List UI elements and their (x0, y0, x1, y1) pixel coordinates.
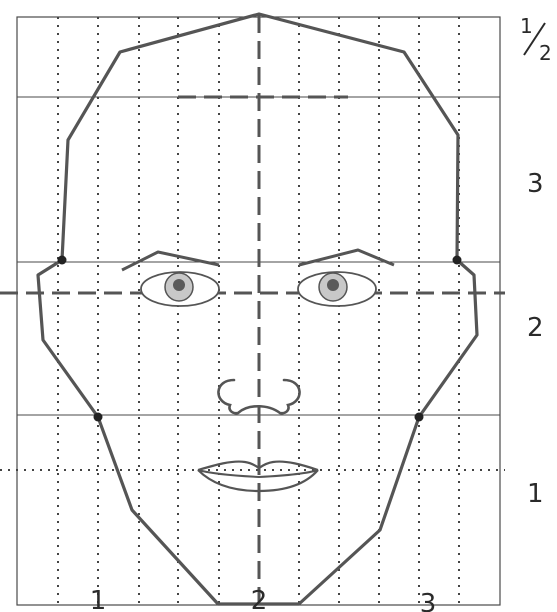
row-label-half-numerator: 1 (520, 14, 533, 38)
column-labels: 1 2 3 (90, 586, 437, 612)
left-eye (141, 272, 219, 306)
column-label-three: 3 (420, 589, 437, 612)
column-label-one: 1 (90, 586, 107, 612)
column-label-two: 2 (251, 586, 268, 612)
row-label-two: 2 (527, 313, 544, 343)
row-label-three: 3 (527, 169, 544, 199)
right-eye (298, 272, 376, 306)
left-pupil (173, 279, 185, 291)
right-jaw-dot (415, 413, 424, 422)
right-eyebrow (299, 250, 394, 265)
row-label-half-denominator: 2 (539, 41, 552, 65)
left-temple-dot (58, 256, 67, 265)
left-jaw-dot (94, 413, 103, 422)
row-label-one: 1 (527, 479, 544, 509)
row-labels: 1 2 3 2 1 (520, 14, 552, 509)
left-eyebrow (122, 252, 219, 270)
right-pupil (327, 279, 339, 291)
right-temple-dot (453, 256, 462, 265)
